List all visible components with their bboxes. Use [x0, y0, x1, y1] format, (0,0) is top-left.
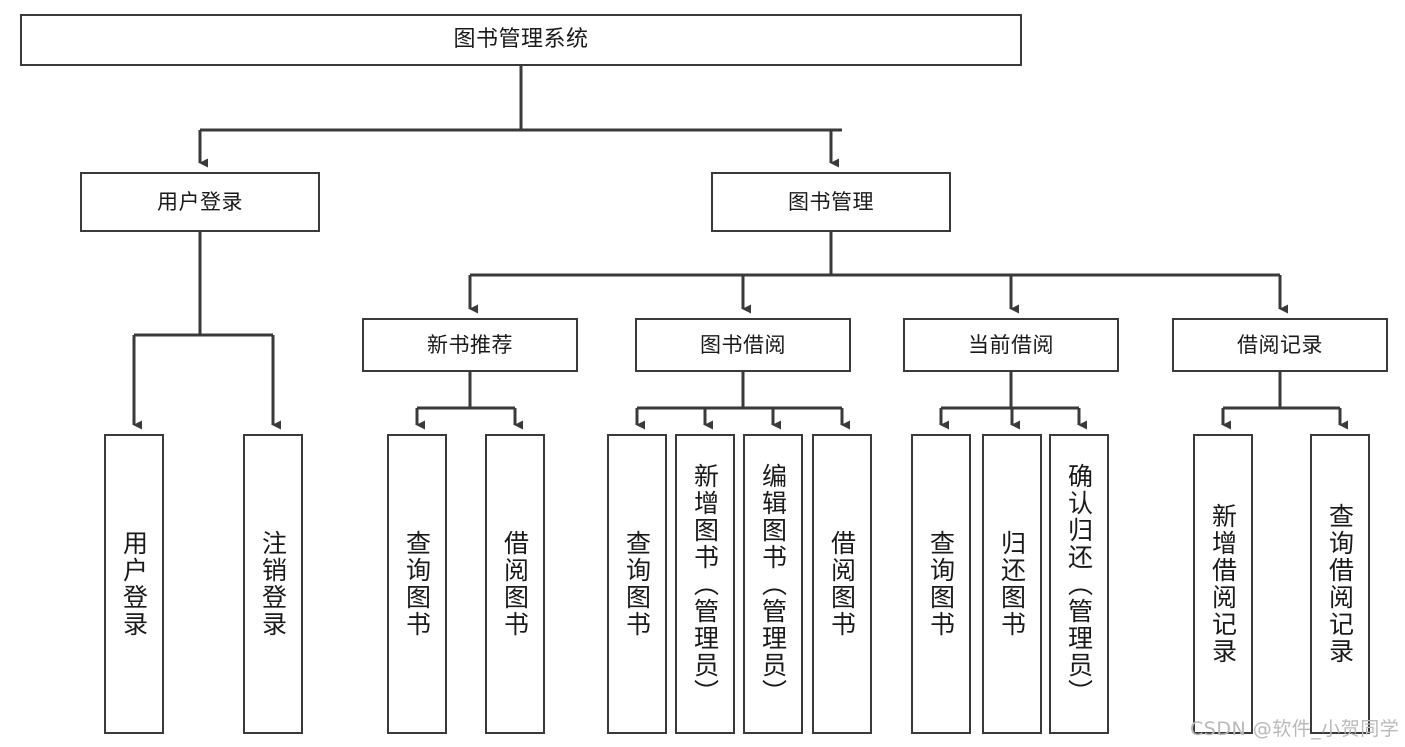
leaf-query-books-new-label: 查询图书 — [402, 530, 432, 638]
leaf-query-books-borrow-label: 查询图书 — [622, 530, 652, 638]
csdn-watermark: CSDN @软件_小贺同学 — [1190, 718, 1400, 740]
node-book-borrow-label: 图书借阅 — [700, 332, 786, 357]
node-root-label: 图书管理系统 — [453, 27, 589, 53]
leaf-logout-label: 注销登录 — [258, 530, 288, 638]
leaf-return-books-label: 归还图书 — [997, 530, 1027, 638]
node-borrow-records-label: 借阅记录 — [1237, 332, 1323, 357]
node-borrow-records[interactable]: 借阅记录 — [1172, 318, 1388, 372]
leaf-query-books-borrow[interactable]: 查询图书 — [607, 434, 667, 734]
leaf-add-borrow-record[interactable]: 新增借阅记录 — [1193, 434, 1253, 734]
node-user-login-label: 用户登录 — [157, 189, 243, 214]
leaf-borrow-books[interactable]: 借阅图书 — [812, 434, 872, 734]
node-book-borrow[interactable]: 图书借阅 — [635, 318, 851, 372]
node-new-book-recommend-label: 新书推荐 — [427, 332, 513, 357]
leaf-add-book-admin[interactable]: 新增图书（管理员） — [675, 434, 735, 734]
leaf-query-books-current-label: 查询图书 — [926, 530, 956, 638]
leaf-logout[interactable]: 注销登录 — [243, 434, 303, 734]
node-new-book-recommend[interactable]: 新书推荐 — [362, 318, 578, 372]
leaf-return-books[interactable]: 归还图书 — [982, 434, 1042, 734]
leaf-user-login[interactable]: 用户登录 — [104, 434, 164, 734]
node-current-borrow-label: 当前借阅 — [968, 332, 1054, 357]
leaf-borrow-books-new-label: 借阅图书 — [500, 530, 530, 638]
leaf-query-books-new[interactable]: 查询图书 — [387, 434, 447, 734]
leaf-borrow-books-label: 借阅图书 — [827, 530, 857, 638]
leaf-edit-book-admin[interactable]: 编辑图书（管理员） — [743, 434, 803, 734]
leaf-add-borrow-record-label: 新增借阅记录 — [1208, 503, 1238, 665]
leaf-edit-book-admin-label: 编辑图书（管理员） — [758, 462, 788, 706]
leaf-query-borrow-record[interactable]: 查询借阅记录 — [1310, 434, 1370, 734]
leaf-borrow-books-new[interactable]: 借阅图书 — [485, 434, 545, 734]
leaf-add-book-admin-label: 新增图书（管理员） — [690, 462, 720, 706]
leaf-query-books-current[interactable]: 查询图书 — [911, 434, 971, 734]
leaf-confirm-return-admin[interactable]: 确认归还（管理员） — [1049, 434, 1109, 734]
leaf-confirm-return-admin-label: 确认归还（管理员） — [1064, 462, 1094, 706]
node-root[interactable]: 图书管理系统 — [20, 14, 1022, 66]
node-book-management[interactable]: 图书管理 — [711, 172, 951, 232]
leaf-query-borrow-record-label: 查询借阅记录 — [1325, 503, 1355, 665]
leaf-user-login-label: 用户登录 — [119, 530, 149, 638]
node-current-borrow[interactable]: 当前借阅 — [903, 318, 1119, 372]
node-user-login[interactable]: 用户登录 — [80, 172, 320, 232]
node-book-management-label: 图书管理 — [788, 189, 874, 214]
